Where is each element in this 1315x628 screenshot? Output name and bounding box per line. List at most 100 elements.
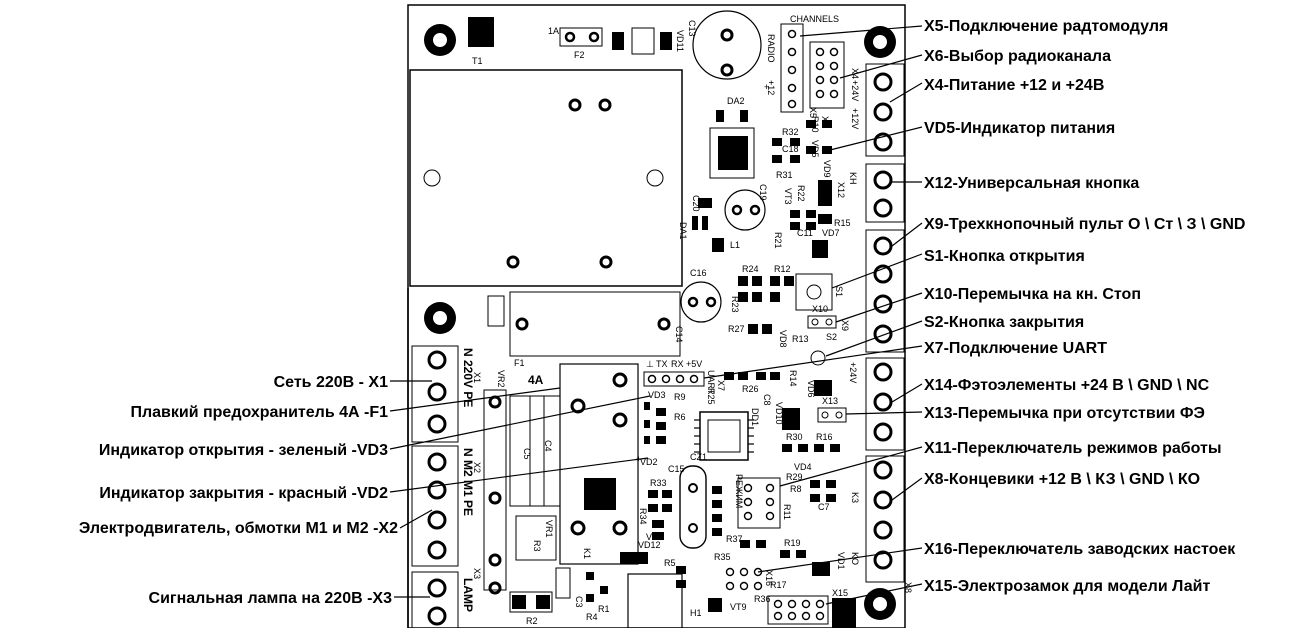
leader-x4: [889, 82, 923, 103]
silk-r10: R10: [810, 116, 820, 133]
silk-x3-pins: LAMP: [461, 578, 475, 612]
silk-x7-gnd: ⊥: [646, 359, 654, 369]
silk-r24: R24: [742, 264, 759, 274]
diode-vd11: VD11: [612, 27, 685, 55]
silk-r12: R12: [774, 264, 791, 274]
connector-x5: RADIO +12 X5: [766, 23, 818, 118]
silk-vr1: VR1: [544, 520, 554, 538]
silk-da2: DA2: [727, 96, 745, 106]
silk-vt9: VT9: [730, 602, 747, 612]
regulator-da2: DA2: [709, 96, 755, 179]
leader-x5: [799, 25, 923, 37]
silk-r30: R30: [786, 432, 803, 442]
silk-x12: X12: [836, 182, 846, 198]
capacitor-c13: + C13: [687, 10, 769, 92]
silk-da1: DA1: [678, 222, 688, 240]
silk-channels: CHANNELS: [790, 14, 839, 24]
silk-radio: RADIO: [766, 34, 776, 63]
silk-vd8: VD8: [778, 330, 788, 348]
silk-x14-24v: +24V: [848, 362, 858, 383]
silk-c20: C20: [691, 195, 701, 212]
silk-r35: R35: [714, 552, 731, 562]
t1-square-pad: [468, 17, 494, 47]
silk-r4: R4: [586, 612, 598, 622]
silk-r26: R26: [742, 384, 759, 394]
connector-x15: X15: [767, 588, 856, 628]
silk-c11: C11: [797, 228, 813, 238]
silk-r3: R3: [532, 540, 542, 552]
silk-uart: UART: [706, 370, 716, 395]
silk-x5: X5: [808, 107, 818, 118]
smd-cluster-h1: R1 R4 VD12 R5 H1: [586, 540, 702, 628]
silk-c4: C4: [543, 440, 553, 452]
silk-h1: H1: [690, 608, 702, 618]
silk-r19: R19: [784, 538, 801, 548]
leader-x2: [399, 509, 433, 529]
silk-vd3: VD3: [648, 390, 666, 400]
leader-x16: [757, 547, 923, 573]
dip-x11: РЕЖИМ R11: [734, 474, 792, 529]
terminal-x8: K3 KO X8: [850, 455, 913, 593]
callout-vd3: Индикатор открытия - зеленый -VD3: [99, 442, 388, 459]
leader-vd3: [389, 395, 651, 450]
silk-vd10: VD10: [774, 402, 784, 425]
relay-block: [487, 291, 681, 357]
silk-x3: X3: [472, 568, 482, 579]
silk-s1: S1: [834, 286, 844, 297]
silk-r21: R21: [773, 232, 783, 249]
mounting-hole-top-left: [424, 24, 456, 56]
silk-l1: L1: [730, 240, 740, 250]
silk-x13: X13: [822, 396, 838, 406]
silk-c8: C8: [762, 394, 772, 406]
silk-r5: R5: [664, 558, 676, 568]
leader-x7: [703, 345, 923, 379]
silk-r2: R2: [526, 616, 538, 626]
silk-c7: C7: [818, 502, 830, 512]
silk-fuse-1a: 1A: [548, 26, 559, 36]
leader-vd5: [829, 126, 923, 151]
capacitors-c5-c4: C5 C4: [483, 389, 561, 595]
silk-24v: +24V: [850, 80, 860, 101]
capacitor-c19: C19: [724, 184, 768, 231]
leader-x10: [835, 292, 923, 323]
connector-x7: ⊥ TX RX +5V UART X7: [643, 359, 726, 395]
terminal-x3: LAMP X3: [411, 568, 482, 628]
silk-vd11: VD11: [675, 30, 685, 52]
silk-vd4: VD4: [794, 462, 812, 472]
callout-x12: X12-Универсальная кнопка: [924, 175, 1139, 192]
jumper-x13: X13: [817, 396, 847, 423]
leader-x11: [779, 446, 923, 487]
callout-x7: X7-Подключение UART: [924, 340, 1107, 357]
silk-f2: F2: [574, 50, 585, 60]
silk-r36: R36: [754, 594, 771, 604]
silk-r25: R25: [706, 388, 716, 405]
smd-cluster-x11: R30 R16 R29 VD4 R8 C7: [782, 432, 840, 512]
silk-x7: X7: [716, 380, 726, 391]
terminal-x1: N 220V PE X1: [411, 345, 482, 443]
jumper-x6: CHANNELS X6: [790, 14, 845, 127]
silk-c3: C3: [574, 596, 584, 608]
silk-vd5: VD5: [810, 140, 820, 158]
silk-r11: R11: [782, 504, 792, 520]
leader-s1: [831, 253, 923, 289]
fuse-f1: F1 4A VR2: [496, 358, 544, 388]
mounting-hole-top-right: [864, 26, 896, 58]
silk-x1-pins: N 220V PE: [461, 348, 475, 407]
silk-s2: S2: [826, 332, 837, 342]
callout-x6: X6-Выбор радиоканала: [924, 48, 1111, 65]
silk-plus-c13: +: [764, 82, 769, 92]
callout-x5: X5-Подключение радтомодуля: [924, 18, 1168, 35]
smd-cluster-cz1: R33 R34 VT8 CZ1: [638, 452, 722, 549]
silk-r29: R29: [786, 472, 803, 482]
silk-vd6: VD6: [806, 380, 816, 398]
silk-vt8: VT8: [646, 532, 663, 542]
leader-f1: [389, 387, 561, 412]
callout-vd2: Индикатор закрытия - красный -VD2: [99, 485, 388, 502]
silk-r9: R9: [674, 392, 686, 402]
smd-c20-da1: C20 DA1 L1: [678, 195, 740, 252]
terminal-x14: +24V: [848, 357, 905, 451]
silk-r1: R1: [598, 604, 610, 614]
callout-f1: Плавкий предохранитель 4А -F1: [130, 404, 388, 421]
callout-x16: X16-Переключатель заводских настоек: [924, 541, 1236, 558]
jumper-x10: X10 S2: [807, 304, 837, 366]
